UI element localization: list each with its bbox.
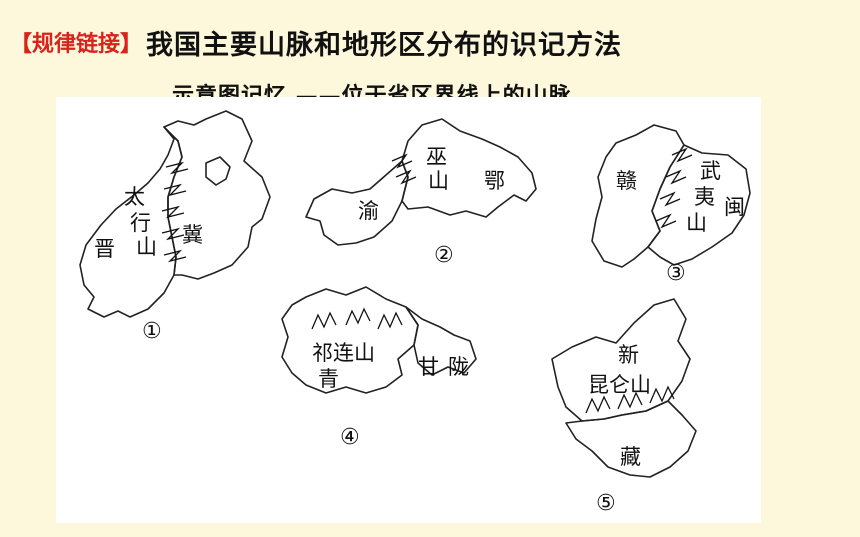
map-3-fujian-outline	[647, 144, 751, 266]
header: 【规律链接】 我国主要山脉和地形区分布的识记方法	[10, 22, 622, 62]
province-label-yu: 渝	[358, 199, 379, 223]
mountain-label-wushan-shan: 山	[428, 169, 449, 193]
map-1-beijing-outline	[205, 156, 231, 186]
map-number-2: ②	[434, 243, 454, 268]
mountain-label-yi: 夷	[694, 185, 715, 209]
mountain-label-wuyi-shan: 山	[686, 211, 707, 235]
page-title: 我国主要山脉和地形区分布的识记方法	[146, 29, 623, 61]
map-number-5: ⑤	[596, 491, 616, 516]
province-label-gan-jiangxi: 赣	[616, 169, 637, 193]
mountain-label-tai: 太	[124, 185, 145, 209]
province-label-e: 鄂	[484, 169, 505, 193]
province-label-min: 闽	[724, 195, 745, 219]
map-3-jiangxi-outline	[591, 124, 685, 268]
map-4-gansu-outline	[405, 306, 477, 376]
province-label-gan: 甘	[418, 355, 439, 379]
map-number-1: ①	[142, 319, 162, 344]
map-1-hebei-outline	[163, 110, 271, 280]
mountain-label-wu: 巫	[426, 145, 447, 169]
province-outline-sketches	[79, 110, 751, 478]
map-number-3: ③	[666, 261, 686, 286]
province-label-zang: 藏	[620, 445, 641, 469]
province-label-ji: 冀	[182, 223, 203, 247]
province-label-long: 陇	[448, 355, 469, 379]
province-label-xin: 新	[618, 343, 639, 367]
mountain-label-qilian: 祁连山	[312, 341, 375, 365]
map-5-tibet-outline	[565, 400, 697, 478]
section-tag: 【规律链接】	[10, 32, 143, 57]
map-5-kunlun-range-symbol	[585, 385, 675, 414]
mountain-label-hang: 行	[130, 211, 151, 235]
mountain-label-shan: 山	[136, 235, 157, 259]
map-4-qinghai-outline	[281, 286, 419, 394]
province-label-qing: 青	[318, 367, 339, 391]
mountain-label-kunlun: 昆仑山	[588, 373, 651, 397]
map-2-chongqing-outline	[305, 160, 409, 246]
province-label-jin: 晋	[94, 237, 115, 261]
map-4-qilian-range-symbol	[311, 307, 403, 330]
map-2-wushan-range-symbol	[391, 153, 417, 185]
mountain-label-wuyi-wu: 武	[700, 159, 721, 183]
map-panel: 太 行 山 晋 冀 ① 巫 山 鄂 渝 ② 武 夷 山 赣 闽 ③ 祁连山 青 …	[56, 97, 761, 523]
map-number-4: ④	[340, 425, 360, 450]
map-3-wuyi-range-symbol	[655, 147, 693, 229]
map-1-taihang-range-symbol	[161, 161, 189, 263]
map-2-hubei-outline	[401, 118, 537, 218]
